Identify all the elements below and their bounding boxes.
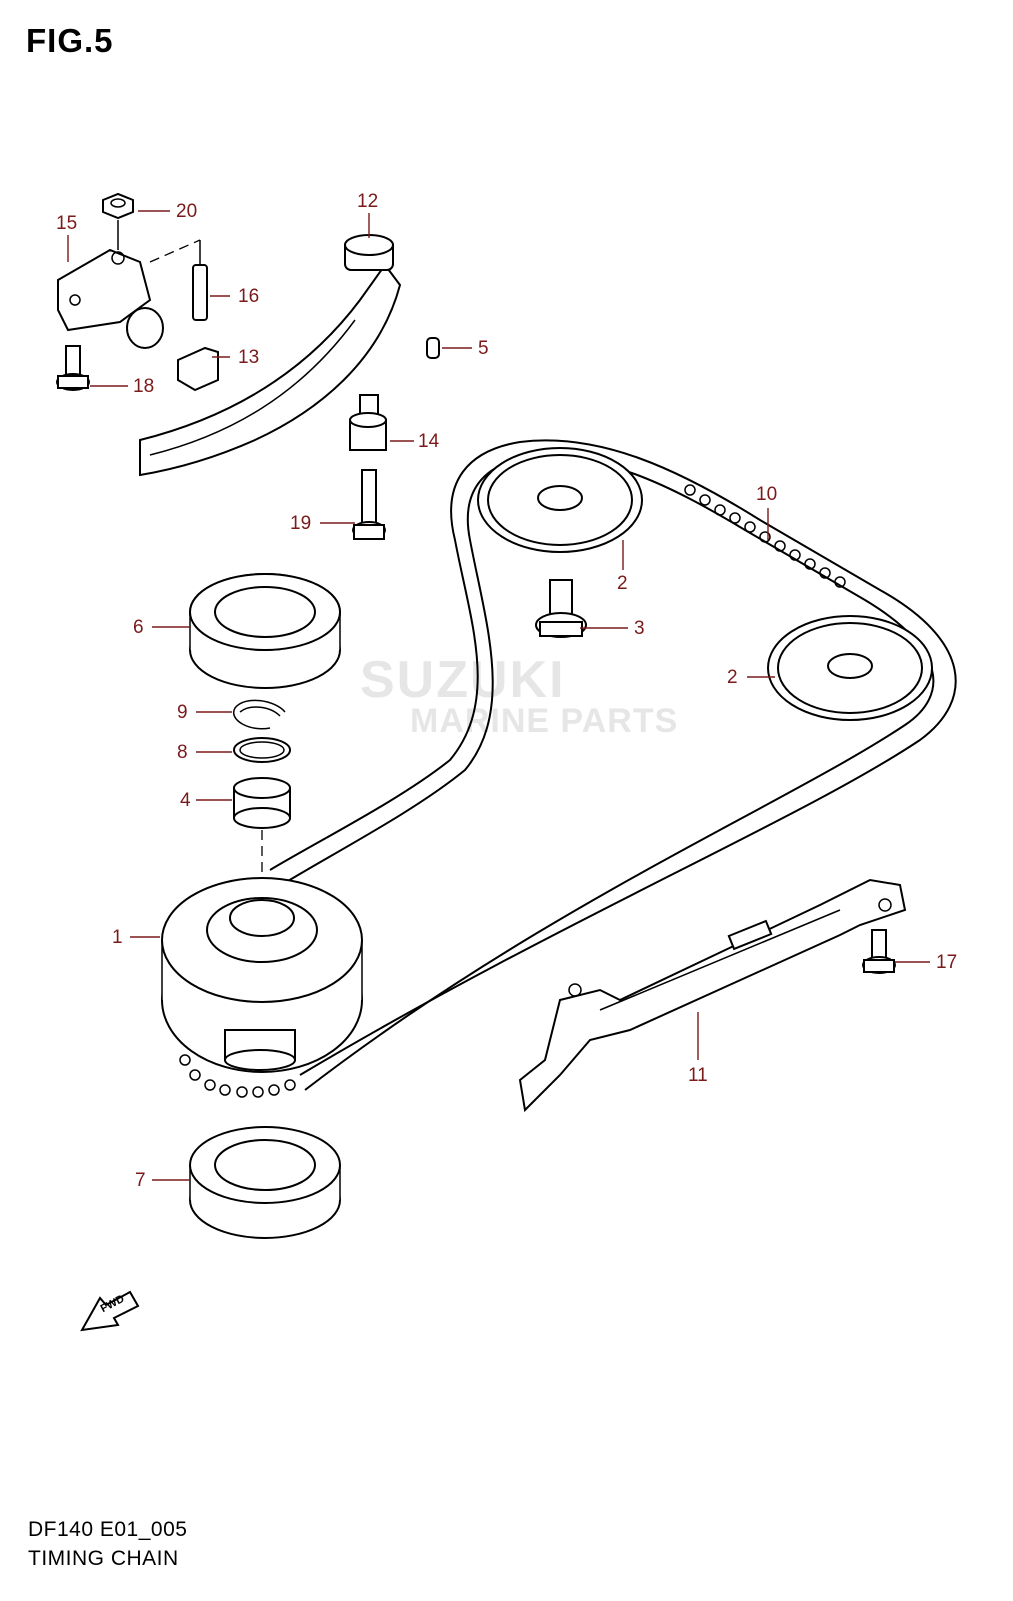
bearing-upper-drawing [189,573,341,689]
o-ring-drawing [233,737,291,763]
pin-drawing [426,337,440,359]
circlip-drawing [232,699,286,730]
stud-axis [149,239,201,263]
callout-1[interactable]: 1 [112,927,123,948]
chain-links-right [684,484,846,588]
callout-13[interactable]: 13 [238,347,260,368]
callout-7[interactable]: 7 [135,1170,146,1191]
callout-12[interactable]: 12 [357,191,379,212]
nut-drawing [102,192,134,220]
callout-8[interactable]: 8 [177,742,188,763]
callout-18[interactable]: 18 [133,376,155,397]
callout-20[interactable]: 20 [176,201,198,222]
chain-tensioner-drawing [57,248,164,349]
callout-19[interactable]: 19 [290,513,312,534]
leader-lines [67,210,930,1181]
callout-16[interactable]: 16 [238,286,260,307]
tensioner-shoe-drawing [177,346,219,392]
callout-5[interactable]: 5 [478,338,489,359]
tensioner-bolt-drawing [56,345,90,391]
section-name: TIMING CHAIN [28,1547,179,1570]
guide-bolt-drawing [862,929,896,974]
callout-11[interactable]: 11 [688,1065,708,1086]
callout-2-lower[interactable]: 2 [727,667,738,688]
sprocket-bolt-drawing [535,579,587,638]
bearing-lower-drawing [189,1126,341,1239]
callout-14[interactable]: 14 [418,431,440,452]
chain-links-bottom [179,1054,296,1098]
bushing-drawing [349,394,387,451]
chain-guide-drawing [518,878,907,1113]
arm-bolt-drawing [352,469,386,540]
watermark-line2: MARINE PARTS [410,702,679,740]
figure-title: FIG.5 [26,22,114,59]
callout-3[interactable]: 3 [634,618,645,639]
callout-2-upper[interactable]: 2 [617,573,628,594]
spacer-drawing [233,777,291,829]
crank-gear-drawing [161,877,363,1073]
watermark-line1: SUZUKI [360,651,566,709]
model-code: DF140 E01_005 [28,1518,188,1541]
callout-17[interactable]: 17 [936,952,958,973]
callout-10[interactable]: 10 [756,484,778,505]
cam-sprocket-lower-drawing [767,615,933,721]
callout-15[interactable]: 15 [56,213,78,234]
callout-6[interactable]: 6 [133,617,144,638]
callout-4[interactable]: 4 [180,790,191,811]
callout-9[interactable]: 9 [177,702,188,723]
fwd-arrow-icon [80,1290,140,1332]
tensioner-arm-drawing [139,234,402,477]
cam-sprocket-upper-drawing [477,447,643,553]
stud-drawing [192,264,208,321]
